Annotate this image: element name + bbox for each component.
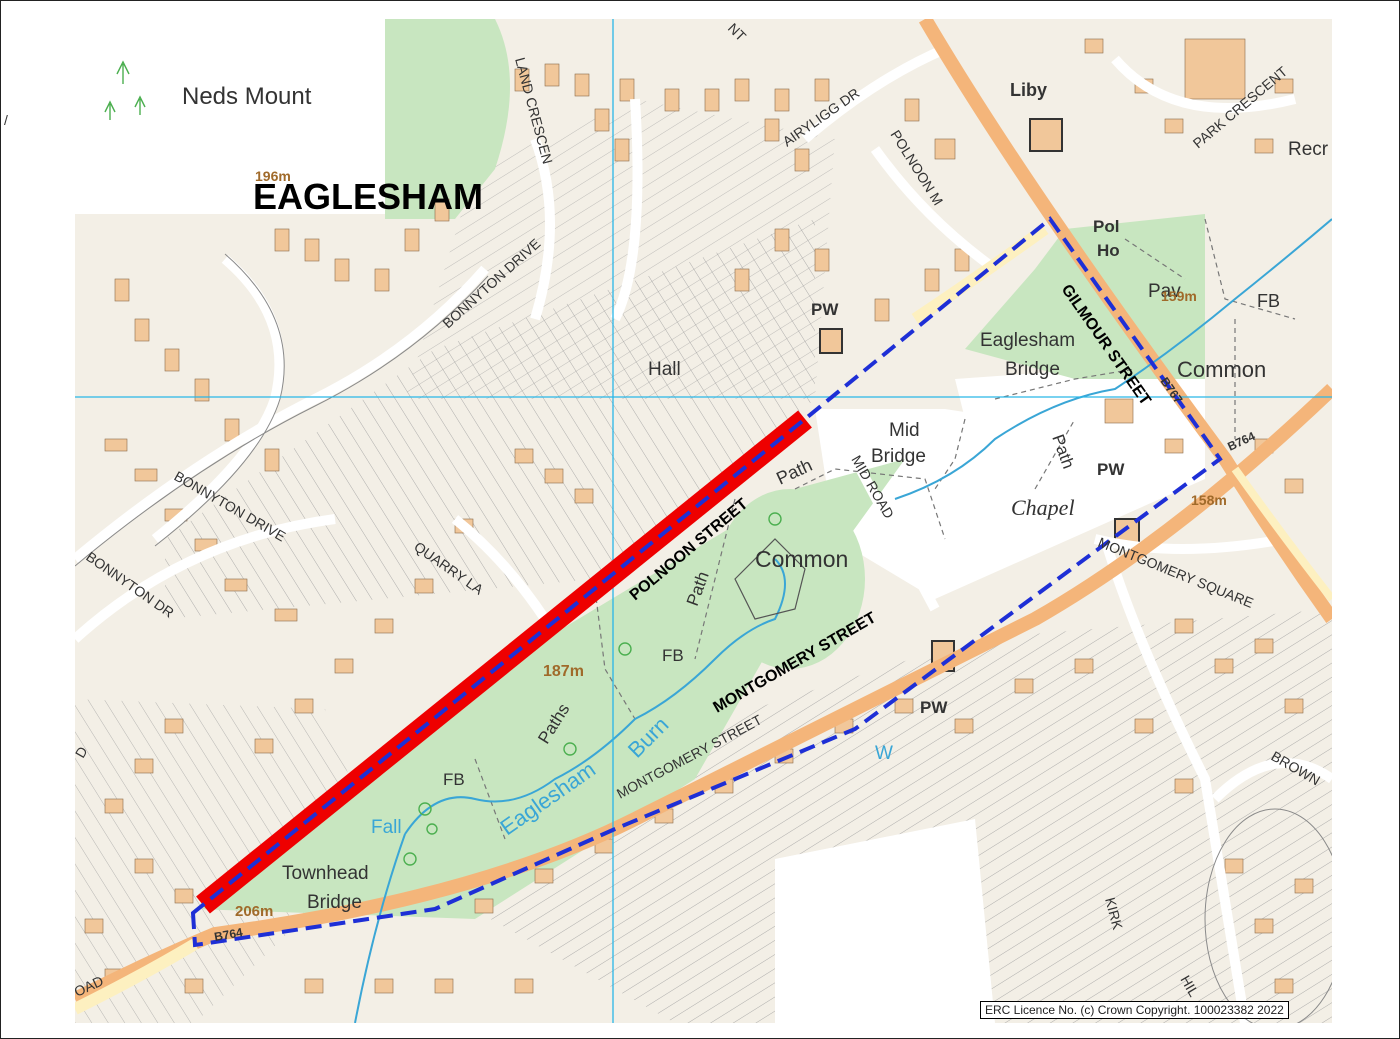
height-158-label: 158m bbox=[1191, 492, 1227, 508]
height-206-label: 206m bbox=[235, 903, 273, 920]
common-east-area bbox=[815, 409, 1205, 599]
townhead-bridge-label-1: Townhead bbox=[282, 863, 369, 884]
common-pond-outline bbox=[734, 538, 806, 620]
fall-label: Fall bbox=[371, 817, 402, 838]
ho-label: Ho bbox=[1097, 241, 1120, 260]
neds-mount-area bbox=[75, 19, 385, 214]
recr-label: Recr bbox=[1288, 139, 1329, 160]
chapel-label: Chapel bbox=[1011, 495, 1075, 520]
mid-bridge-label-1: Mid bbox=[889, 420, 920, 441]
height-196-label: 196m bbox=[255, 168, 291, 184]
green-common-centre bbox=[715, 489, 865, 669]
townhead-bridge-label-2: Bridge bbox=[307, 892, 362, 913]
hill-road-loop bbox=[1204, 808, 1332, 1023]
fb-centre-label: FB bbox=[662, 646, 684, 665]
height-187-label: 187m bbox=[543, 663, 584, 680]
plot-lines-north bbox=[405, 99, 835, 399]
map-canvas: Neds Mount EAGLESHAM 196m Hall PW Liby P… bbox=[75, 19, 1332, 1023]
open-area-south bbox=[775, 819, 995, 1023]
tree-symbols bbox=[104, 60, 782, 866]
footpaths bbox=[474, 218, 1296, 840]
buildings bbox=[84, 38, 1314, 994]
eaglesham-bridge-label-1: Eaglesham bbox=[980, 330, 1075, 351]
plot-lines-south bbox=[455, 609, 1332, 1023]
fb-west-label: FB bbox=[443, 770, 465, 789]
map-svg: Neds Mount EAGLESHAM 196m Hall PW Liby P… bbox=[75, 19, 1332, 1023]
b764-east bbox=[1231, 466, 1332, 602]
common-east-label: Common bbox=[1177, 357, 1266, 382]
eaglesham-burn bbox=[404, 558, 786, 835]
place-name-label: EAGLESHAM bbox=[253, 176, 483, 217]
library-building bbox=[1029, 118, 1063, 152]
burn-south bbox=[354, 833, 406, 1023]
hall-label: Hall bbox=[648, 359, 681, 380]
licence-notice: ERC Licence No. (c) Crown Copyright. 100… bbox=[980, 1001, 1289, 1019]
pw-south-label: PW bbox=[920, 698, 948, 717]
open-area-north bbox=[955, 369, 1205, 459]
road-west-end bbox=[75, 938, 199, 1015]
top-left-tab bbox=[75, 19, 150, 34]
minor-road-edges bbox=[75, 253, 489, 567]
w-label: W bbox=[875, 743, 893, 764]
pav-label: Pav bbox=[1148, 281, 1181, 302]
pol-label: Pol bbox=[1093, 217, 1119, 236]
pw-chapel-label: PW bbox=[1097, 460, 1125, 479]
b764-west-label: B764 bbox=[213, 925, 244, 944]
common-centre-label: Common bbox=[755, 546, 848, 572]
fb-east-label: FB bbox=[1257, 291, 1280, 311]
mid-bridge-label-2: Bridge bbox=[871, 446, 926, 467]
green-north bbox=[385, 19, 510, 219]
minor-roads bbox=[75, 44, 1332, 1023]
library-label: Liby bbox=[1010, 80, 1047, 100]
conservation-boundary[interactable] bbox=[190, 216, 1223, 948]
height-159-label: 159m bbox=[1161, 288, 1197, 304]
neds-mount-label: Neds Mount bbox=[182, 83, 312, 110]
gilmour-street-road bbox=[918, 19, 1332, 624]
montgomery-street-road bbox=[75, 383, 1332, 1006]
plot-lines-southwest bbox=[75, 699, 375, 1023]
pw-north-label: PW bbox=[811, 300, 839, 319]
eaglesham-bridge-label-2: Bridge bbox=[1005, 359, 1060, 380]
pw-building-north bbox=[819, 328, 843, 354]
corner-mark: / bbox=[4, 112, 8, 128]
burn-east bbox=[894, 218, 1332, 500]
